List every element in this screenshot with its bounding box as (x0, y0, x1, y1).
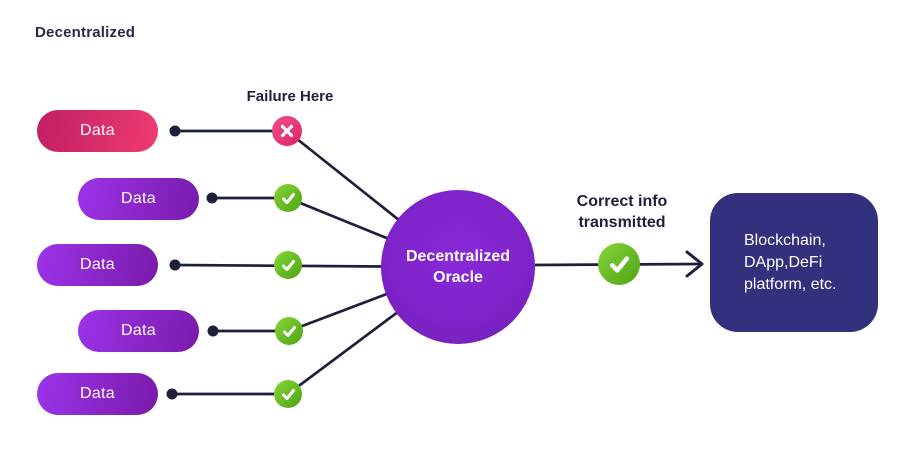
destination-label: Blockchain, DApp,DeFi platform, etc. (744, 231, 837, 293)
failure-label: Failure Here (246, 88, 334, 105)
check-icon (281, 192, 295, 204)
success-badge (274, 380, 302, 408)
connector-dot (169, 259, 181, 271)
data-pill-2: Data (78, 178, 199, 220)
data-pill-label: Data (121, 322, 156, 339)
success-badge (274, 184, 302, 212)
success-badge (275, 317, 303, 345)
check-icon (609, 255, 629, 273)
data-pill-label: Data (80, 122, 115, 139)
data-pill-label: Data (80, 256, 115, 273)
data-pill-3: Data (37, 244, 158, 286)
oracle-circle: Decentralized Oracle (381, 190, 535, 344)
page-title: Decentralized (35, 24, 136, 41)
connector-dot (206, 192, 218, 204)
connector-dot (207, 325, 219, 337)
connector-dot (166, 388, 178, 400)
failure-badge (272, 116, 302, 146)
transmit-label: Correct info transmitted (576, 193, 668, 231)
connector-dot (169, 125, 181, 137)
arrowhead-icon (685, 250, 704, 278)
success-badge (274, 251, 302, 279)
check-icon (281, 259, 295, 271)
transmit-success-badge (598, 243, 640, 285)
data-pill-label: Data (121, 190, 156, 207)
destination-box: Blockchain, DApp,DeFi platform, etc. (710, 193, 878, 332)
check-icon (282, 325, 296, 337)
data-pill-4: Data (78, 310, 199, 352)
data-pill-1: Data (37, 110, 158, 152)
oracle-label: Decentralized Oracle (405, 248, 511, 286)
check-icon (281, 388, 295, 400)
data-pill-5: Data (37, 373, 158, 415)
x-icon (280, 124, 294, 138)
data-pill-label: Data (80, 385, 115, 402)
